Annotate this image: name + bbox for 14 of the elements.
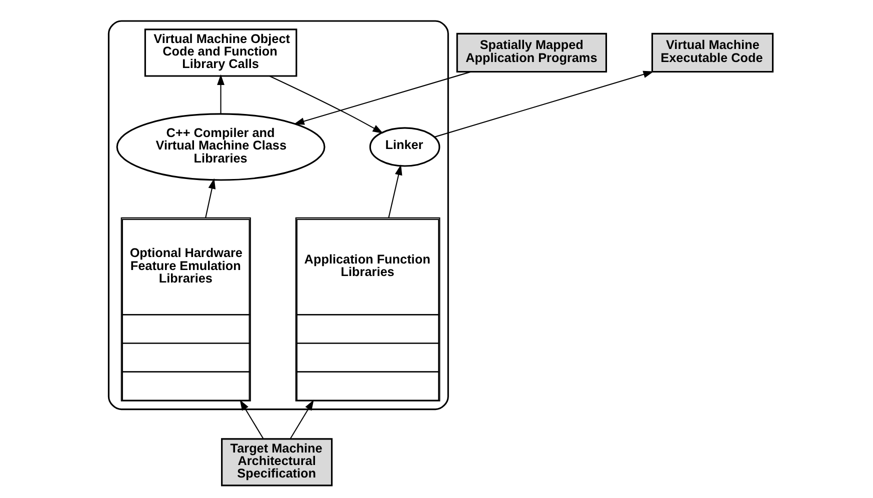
node-ellipse: C++ Compiler and Virtual Machine Class Libraries [116,113,326,181]
arrow [434,70,654,138]
node-box: Spatially Mapped Application Programs [456,32,608,73]
node-ellipse: Linker [369,127,440,167]
node-box: Target Machine Architectural Specification [221,438,333,486]
arrow [388,164,402,218]
node-box: Virtual Machine Object Code and Function Library Calls [144,28,298,77]
arrow [240,400,264,440]
arrow [217,74,224,114]
arrow [269,76,384,134]
node-box: Virtual Machine Executable Code [651,32,774,73]
arrow [205,178,216,218]
arrow [294,71,471,125]
arrow [290,400,314,440]
